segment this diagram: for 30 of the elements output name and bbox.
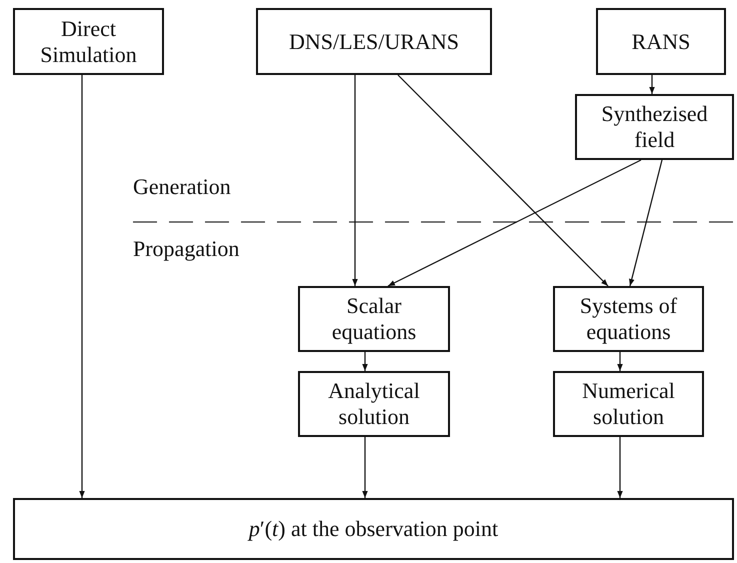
box-label: Synthezised field	[600, 101, 709, 153]
process-box	[298, 286, 450, 352]
box-label: Direct Simulation	[39, 16, 138, 68]
arrow	[649, 75, 655, 94]
process-box	[553, 286, 704, 352]
process-box	[13, 498, 734, 560]
arrow	[617, 352, 623, 371]
box-label: p′(t) at the observation point	[246, 516, 500, 542]
box-label: Analytical solution	[327, 378, 421, 430]
arrow	[362, 437, 368, 498]
box-label: Numerical solution	[581, 378, 676, 430]
box-label: Systems of equations	[578, 293, 678, 345]
arrow	[398, 74, 608, 286]
process-box	[575, 94, 734, 160]
arrow	[629, 160, 663, 286]
arrow	[79, 75, 85, 498]
box-label: DNS/LES/URANS	[288, 28, 460, 54]
process-box	[13, 8, 164, 75]
arrow	[617, 437, 623, 498]
arrow	[352, 75, 358, 286]
box-label: RANS	[630, 28, 692, 54]
process-box	[256, 8, 492, 75]
arrow	[388, 159, 642, 287]
section-label: Propagation	[133, 236, 240, 262]
process-box	[553, 371, 704, 437]
section-label: Generation	[133, 174, 231, 200]
box-label: Scalar equations	[330, 293, 418, 345]
process-box	[596, 8, 726, 75]
arrow	[362, 352, 368, 371]
process-box	[298, 371, 450, 437]
